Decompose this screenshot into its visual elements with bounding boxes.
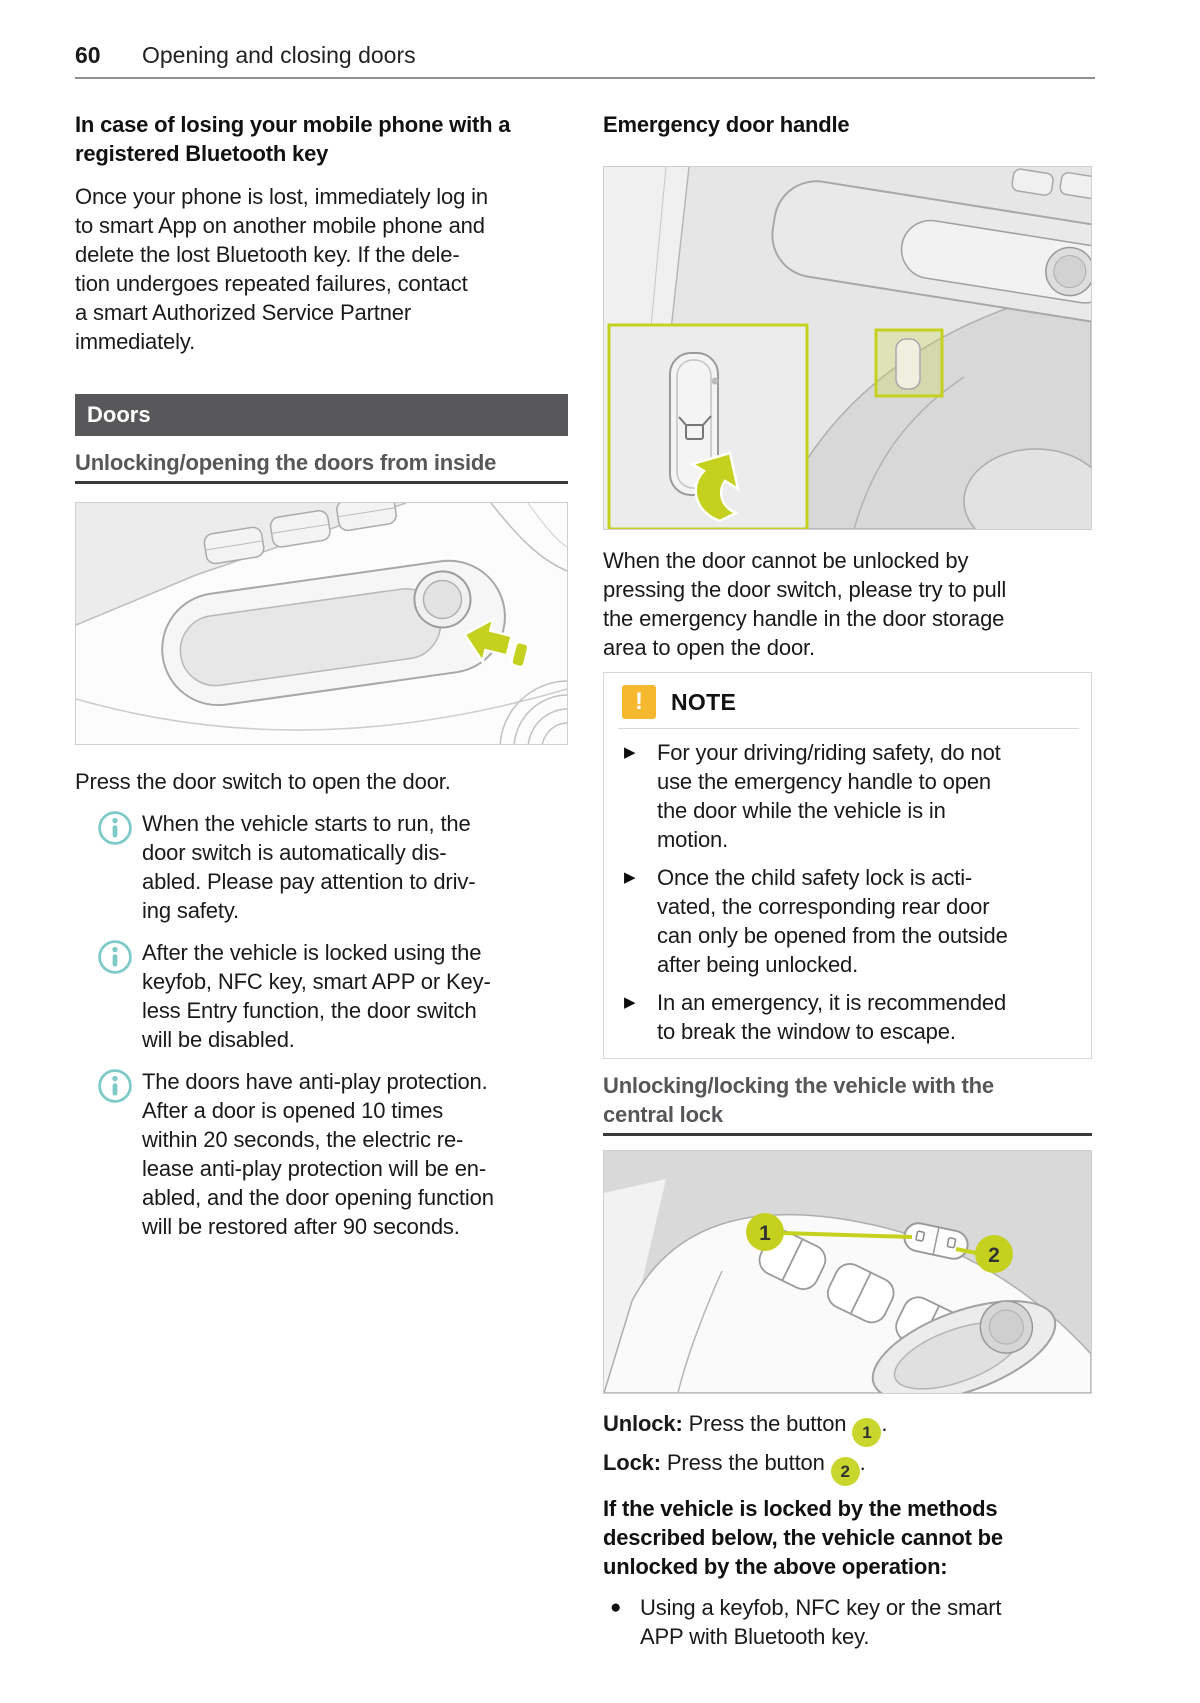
left-column: In case of losing your mobile phone with… <box>75 110 568 1241</box>
note-box: ! NOTE ▶ For your driving/riding safety,… <box>603 672 1092 1059</box>
note-text: Once the child safety lock is acti- vate… <box>657 865 1008 977</box>
callout-line-2 <box>955 1247 977 1255</box>
emergency-paragraph: When the door cannot be unlocked by pres… <box>603 548 1007 660</box>
info-note-1: When the vehicle starts to run, the door… <box>75 809 568 925</box>
subheading-central-lock: Unlocking/locking the vehicle with the c… <box>603 1071 1092 1136</box>
bullet-dot-icon: ● <box>610 1597 622 1618</box>
callout-badge-2: 2 <box>830 1457 860 1486</box>
bullet-item-keyfob: ● Using a keyfob, NFC key or the smart A… <box>603 1593 1092 1651</box>
page-number: 60 <box>75 42 101 68</box>
pull-arrow-icon <box>688 451 740 523</box>
info-icon <box>97 810 133 846</box>
press-switch-paragraph: Press the door switch to open the door. <box>75 769 451 794</box>
callout-badge-1: 1 <box>852 1418 882 1447</box>
door-switch-drawing <box>76 503 567 744</box>
lock-label: Lock: <box>603 1450 661 1475</box>
info-text: The doors have anti-play protection. Aft… <box>142 1069 494 1239</box>
callout-number-2: 2 <box>988 1244 1000 1267</box>
note-text: For your driving/riding safety, do not u… <box>657 740 1001 852</box>
emergency-handle-figure <box>603 166 1092 530</box>
lock-suffix: . <box>859 1450 866 1475</box>
note-warning-icon: ! <box>622 685 656 719</box>
doors-banner: Doors <box>75 394 568 436</box>
bullet-text: Using a keyfob, NFC key or the smart APP… <box>640 1595 1002 1649</box>
right-column: Emergency door handle <box>603 110 1092 1651</box>
unlock-text: Press the button <box>682 1411 853 1436</box>
section-heading-emergency: Emergency door handle <box>603 112 850 137</box>
unlock-suffix: . <box>881 1411 888 1436</box>
page-title: Opening and closing doors <box>142 42 416 68</box>
info-note-3: The doors have anti-play protection. Aft… <box>75 1067 568 1241</box>
door-switch-figure <box>75 502 568 745</box>
subheading-unlock-inside: Unlocking/opening the doors from inside <box>75 448 568 484</box>
info-text: When the vehicle starts to run, the door… <box>142 811 476 923</box>
info-icon <box>97 1068 133 1104</box>
info-note-2: After the vehicle is locked using the ke… <box>75 938 568 1054</box>
note-item-1: ▶ For your driving/riding safety, do not… <box>618 738 1079 854</box>
triangle-bullet-icon: ▶ <box>624 994 636 1011</box>
triangle-bullet-icon: ▶ <box>624 744 636 761</box>
info-icon <box>97 939 133 975</box>
lock-text: Press the button <box>660 1450 831 1475</box>
press-arrow-icon <box>462 616 530 669</box>
door-open-glyph <box>678 415 712 440</box>
callout-number-1: 1 <box>759 1222 771 1245</box>
info-text: After the vehicle is locked using the ke… <box>142 940 491 1052</box>
central-lock-drawing: 1 2 <box>604 1151 1091 1393</box>
locked-methods-heading: If the vehicle is locked by the methods … <box>603 1496 1003 1579</box>
note-item-3: ▶ In an emergency, it is recommended to … <box>618 988 1079 1046</box>
callout-circle-1 <box>746 1213 784 1251</box>
callout-circle-2 <box>975 1235 1013 1273</box>
callout-line-1 <box>781 1231 913 1239</box>
lock-instruction: Lock: Press the button 2. <box>603 1447 1092 1486</box>
note-title: NOTE <box>671 688 737 715</box>
note-header: ! NOTE <box>618 683 1079 729</box>
unlock-label: Unlock: <box>603 1411 683 1436</box>
header-rule <box>75 77 1095 79</box>
note-text: In an emergency, it is recommended to br… <box>657 990 1007 1044</box>
central-lock-figure: 1 2 <box>603 1150 1092 1394</box>
note-item-2: ▶ Once the child safety lock is acti- va… <box>618 863 1079 979</box>
emergency-handle-drawing <box>604 167 1091 529</box>
triangle-bullet-icon: ▶ <box>624 869 636 886</box>
section-heading-lost-phone: In case of losing your mobile phone with… <box>75 112 511 166</box>
lost-phone-paragraph: Once your phone is lost, immediately log… <box>75 184 488 354</box>
unlock-instruction: Unlock: Press the button 1. <box>603 1408 1092 1447</box>
